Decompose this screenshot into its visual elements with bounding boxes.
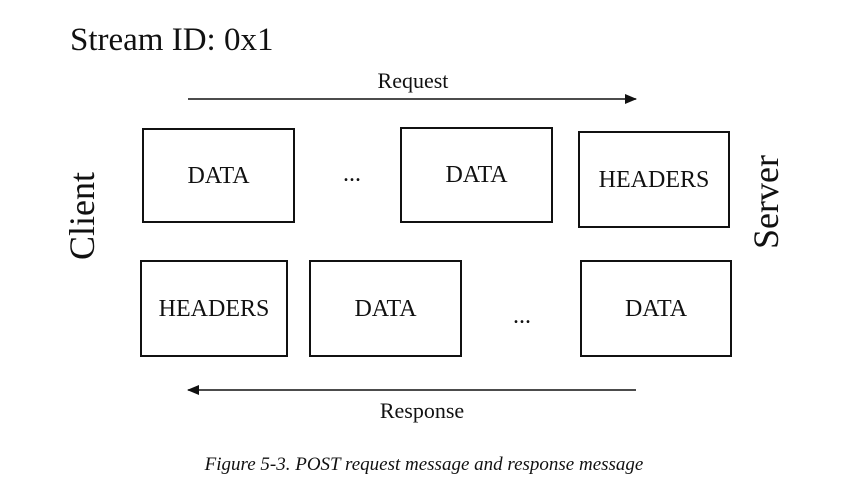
response-frame-headers: HEADERS (140, 260, 288, 357)
response-label: Response (379, 398, 465, 423)
response-frame-data-2: DATA (580, 260, 732, 357)
response-frame-data-1: DATA (309, 260, 462, 357)
request-ellipsis: ... (343, 161, 361, 187)
request-frame-data-1: DATA (142, 128, 295, 223)
figure-caption: Figure 5-3. POST request message and res… (204, 454, 644, 475)
stream-id-title: Stream ID: 0x1 (70, 22, 274, 58)
request-frame-headers: HEADERS (578, 131, 730, 228)
client-label: Client (62, 172, 102, 260)
server-label: Server (746, 155, 786, 249)
request-frame-data-2: DATA (400, 127, 553, 223)
response-ellipsis: ... (513, 303, 531, 329)
request-label: Request (377, 68, 449, 93)
